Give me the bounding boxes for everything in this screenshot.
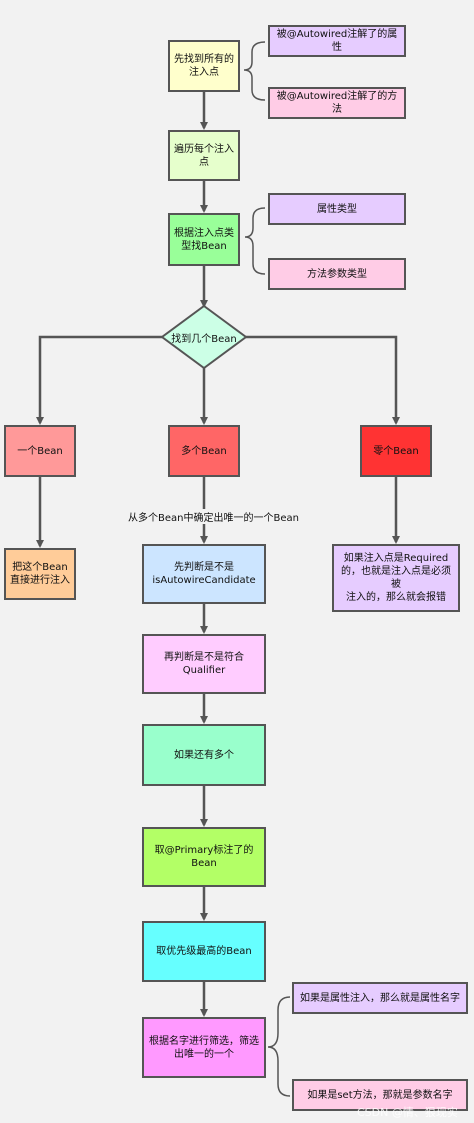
node-still-many: 如果还有多个 [142, 724, 266, 786]
edge-label-unique: 从多个Bean中确定出唯一的一个Bean [128, 509, 299, 524]
node-priority: 取优先级最高的Bean [142, 921, 266, 982]
note-autowired-field: 被@Autowired注解了的属性 [268, 25, 406, 57]
note-field-name: 如果是属性注入，那么就是属性名字 [292, 982, 468, 1014]
brace-name [267, 996, 291, 1097]
note-field-type: 属性类型 [268, 193, 406, 225]
edge-decision-one [36, 335, 162, 425]
note-param-type: 方法参数类型 [268, 258, 406, 290]
node-check-candidate: 先判断是不是 isAutowireCandidate [142, 544, 266, 604]
node-primary: 取@Primary标注了的 Bean [142, 827, 266, 887]
node-by-name: 根据名字进行筛选，筛选 出唯一的一个 [142, 1017, 266, 1078]
note-autowired-method: 被@Autowired注解了的方法 [268, 87, 406, 119]
note-set-name: 如果是set方法，那就是参数名字 [292, 1079, 468, 1111]
node-one-bean: 一个Bean [4, 425, 76, 477]
watermark: CSDN @情、狠现实 [357, 1106, 458, 1119]
node-iterate: 遍历每个注入 点 [168, 130, 240, 181]
edge-decision-zero [246, 335, 400, 425]
node-required-note: 如果注入点是Required 的，也就是注入点是必须被 注入的，那么就会报错 [332, 544, 460, 612]
node-many-bean: 多个Bean [168, 425, 240, 477]
node-find-by-type: 根据注入点类 型找Bean [168, 213, 240, 266]
decision-diamond [160, 304, 248, 370]
decision-label: 找到几个Bean [171, 334, 237, 345]
node-start: 先找到所有的 注入点 [168, 40, 240, 92]
node-zero-bean: 零个Bean [360, 425, 432, 477]
brace-type [244, 207, 266, 275]
brace-autowired [243, 41, 266, 101]
node-check-qualifier: 再判断是不是符合 Qualifier [142, 634, 266, 694]
node-inject-one: 把这个Bean 直接进行注入 [4, 548, 76, 600]
